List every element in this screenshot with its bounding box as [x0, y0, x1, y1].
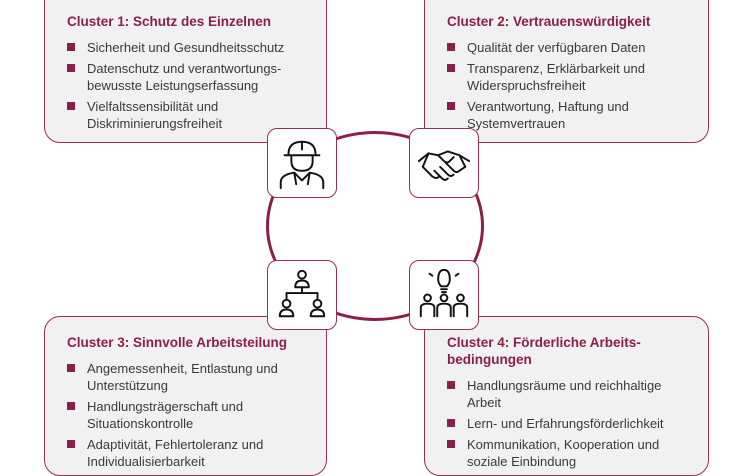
bullet-square-icon: [447, 43, 455, 51]
cluster-3-list: Angemessenheit, Entlastung und Unterstüt…: [67, 360, 312, 474]
bullet-square-icon: [447, 102, 455, 110]
cluster-1-box: Cluster 1: Schutz des Einzelnen Sicherhe…: [44, 0, 327, 143]
list-item: Handlungsträgerschaft und Situationskont…: [67, 398, 312, 432]
list-item-text: Handlungsträgerschaft und Situationskont…: [87, 399, 244, 431]
list-item: Datenschutz und verantwortungs-bewusste …: [67, 60, 312, 94]
cluster-4-title: Cluster 4: Förderliche Arbeits-bedingung…: [447, 335, 641, 367]
list-item: Angemessenheit, Entlastung und Unterstüt…: [67, 360, 312, 394]
connecting-ring: [266, 131, 484, 321]
bullet-square-icon: [67, 102, 75, 110]
list-item: Kommunikation, Kooperation und soziale E…: [447, 436, 692, 470]
list-item: Vielfaltssensibilität und Diskriminierun…: [67, 98, 312, 132]
list-item: Transparenz, Erklärbarkeit und Widerspru…: [447, 60, 692, 94]
list-item-text: Handlungsräume und reichhaltige Arbeit: [467, 378, 662, 410]
bullet-square-icon: [447, 64, 455, 72]
list-item: Adaptivität, Fehlertoleranz und Individu…: [67, 436, 312, 470]
list-item: Sicherheit und Gesundheitsschutz: [67, 39, 312, 56]
team-hierarchy-icon: [278, 269, 326, 318]
cluster-3-icon-tile: [267, 260, 337, 330]
cluster-3-title: Cluster 3: Sinnvolle Arbeitsteilung: [67, 335, 288, 350]
cluster-2-title: Cluster 2: Vertrauenswürdigkeit: [447, 14, 651, 29]
list-item-text: Lern- und Erfahrungsförderlichkeit: [467, 416, 664, 431]
bullet-square-icon: [67, 364, 75, 372]
list-item: Qualität der verfügbaren Daten: [447, 39, 692, 56]
cluster-4-icon-tile: [409, 260, 479, 330]
list-item: Verantwortung, Haftung und Systemvertrau…: [447, 98, 692, 132]
list-item-text: Vielfaltssensibilität und Diskriminierun…: [87, 99, 223, 131]
list-item-text: Verantwortung, Haftung und Systemvertrau…: [467, 99, 629, 131]
bullet-square-icon: [447, 419, 455, 427]
team-idea-icon: [419, 268, 469, 318]
cluster-2-icon-tile: [409, 128, 479, 198]
list-item-text: Transparenz, Erklärbarkeit und Widerspru…: [467, 61, 645, 93]
bullet-square-icon: [447, 381, 455, 389]
cluster-4-list: Handlungsräume und reichhaltige Arbeit L…: [447, 377, 692, 474]
list-item: Handlungsräume und reichhaltige Arbeit: [447, 377, 692, 411]
cluster-1-icon-tile: [267, 128, 337, 198]
bullet-square-icon: [67, 440, 75, 448]
list-item-text: Adaptivität, Fehlertoleranz und Individu…: [87, 437, 264, 469]
cluster-1-list: Sicherheit und Gesundheitsschutz Datensc…: [67, 39, 312, 136]
worker-helmet-icon: [279, 140, 325, 190]
list-item-text: Datenschutz und verantwortungs-bewusste …: [87, 61, 282, 93]
cluster-2-list: Qualität der verfügbaren Daten Transpare…: [447, 39, 692, 136]
cluster-3-box: Cluster 3: Sinnvolle Arbeitsteilung Ange…: [44, 316, 327, 476]
bullet-square-icon: [67, 64, 75, 72]
bullet-square-icon: [447, 440, 455, 448]
list-item-text: Qualität der verfügbaren Daten: [467, 40, 646, 55]
handshake-icon: [417, 150, 471, 181]
list-item-text: Sicherheit und Gesundheitsschutz: [87, 40, 285, 55]
bullet-square-icon: [67, 402, 75, 410]
cluster-1-title: Cluster 1: Schutz des Einzelnen: [67, 14, 272, 29]
bullet-square-icon: [67, 43, 75, 51]
list-item-text: Angemessenheit, Entlastung und Unterstüt…: [87, 361, 278, 393]
cluster-2-box: Cluster 2: Vertrauenswürdigkeit Qualität…: [424, 0, 709, 143]
list-item: Lern- und Erfahrungsförderlichkeit: [447, 415, 692, 432]
cluster-4-box: Cluster 4: Förderliche Arbeits-bedingung…: [424, 316, 709, 476]
list-item-text: Kommunikation, Kooperation und soziale E…: [467, 437, 660, 469]
